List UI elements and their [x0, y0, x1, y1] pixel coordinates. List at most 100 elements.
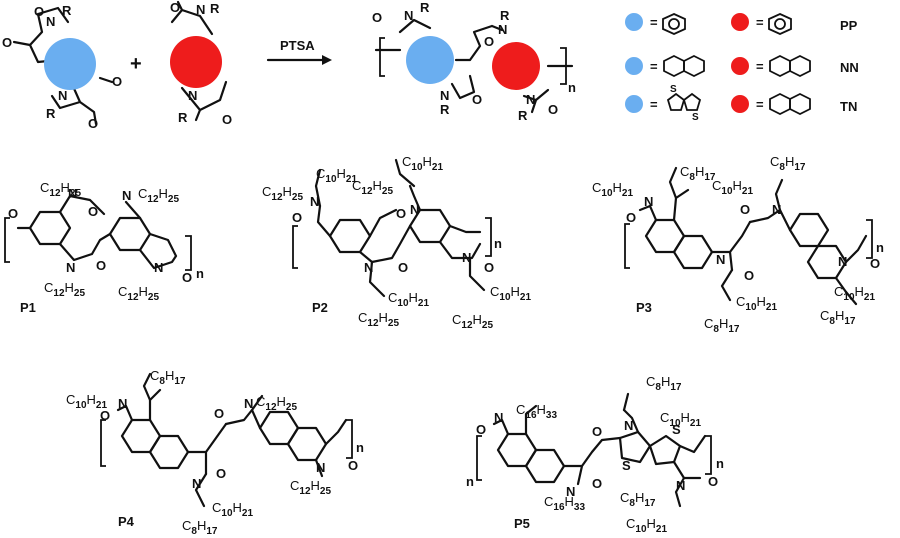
polymer-label-p4: P4 — [118, 514, 135, 529]
n-subscript: n — [196, 266, 204, 281]
polymer-label-p2: P2 — [312, 300, 328, 315]
n-subscript: n — [568, 80, 576, 95]
atom-n: N — [716, 252, 725, 267]
legend-code-tn: TN — [840, 99, 857, 114]
r-group: R — [440, 102, 450, 117]
atom-s: S — [670, 84, 677, 95]
polymer-label-p1: P1 — [20, 300, 36, 315]
equals-sign: = — [650, 59, 658, 74]
alkyl-chain: C10H21 — [626, 516, 667, 535]
atom-n: N — [192, 476, 201, 491]
r-group: R — [210, 1, 220, 16]
atom-o: O — [740, 202, 750, 217]
atom-n: N — [122, 188, 131, 203]
alkyl-chain: C16H33 — [544, 494, 585, 513]
polymer-p3: O N N O O N N O n C8H17 C10H21 C8H17 C10… — [592, 154, 884, 335]
atom-n: N — [316, 460, 325, 475]
atom-o: O — [472, 92, 482, 107]
atom-o: O — [708, 474, 718, 489]
r-group: R — [46, 106, 56, 121]
n-subscript: n — [876, 240, 884, 255]
atom-n: N — [68, 186, 77, 201]
r-group: R — [518, 108, 528, 123]
naphthalene-icon — [769, 92, 811, 116]
alkyl-chain: C10H21 — [712, 178, 753, 197]
alkyl-chain: C10H21 — [736, 294, 777, 313]
alkyl-chain: C10H21 — [388, 290, 429, 309]
legend-code-nn: NN — [840, 60, 859, 75]
alkyl-chain: C8H17 — [646, 374, 682, 393]
r-group: R — [62, 3, 72, 18]
r-group: R — [500, 8, 510, 23]
alkyl-chain: C10H21 — [834, 284, 875, 303]
blue-core-circle — [625, 13, 643, 31]
atom-n: N — [838, 254, 847, 269]
alkyl-chain: C8H17 — [620, 490, 656, 509]
atom-n: N — [404, 8, 413, 23]
alkyl-chain: C12H25 — [452, 312, 493, 331]
n-subscript: n — [494, 236, 502, 251]
atom-o: O — [2, 35, 12, 50]
atom-o: O — [182, 270, 192, 285]
atom-n: N — [46, 14, 55, 29]
atom-n: N — [440, 88, 449, 103]
atom-n: N — [494, 410, 503, 425]
red-core-circle — [731, 57, 749, 75]
atom-s: S — [672, 422, 681, 437]
naphthalene-icon — [769, 54, 811, 78]
atom-n: N — [410, 202, 419, 217]
atom-o: O — [222, 112, 232, 127]
atom-n: N — [364, 260, 373, 275]
alkyl-chain: C10H21 — [592, 180, 633, 199]
atom-n: N — [58, 88, 67, 103]
atom-n: N — [498, 22, 507, 37]
atom-o: O — [548, 102, 558, 117]
atom-o: O — [626, 210, 636, 225]
atom-o: O — [34, 4, 44, 19]
alkyl-chain: C8H17 — [680, 164, 716, 183]
atom-n: N — [188, 88, 197, 103]
benzene-icon — [662, 13, 686, 35]
polymer-p2: O N N O O N N O n C10H21 C12H25 C10H21 C… — [262, 154, 531, 331]
n-subscript: n — [716, 456, 724, 471]
alkyl-chain: C10H21 — [212, 500, 253, 519]
atom-o: O — [170, 0, 180, 15]
atom-o: O — [398, 260, 408, 275]
core-legend: = = PP = = NN = S — [625, 13, 859, 123]
catalyst-label: PTSA — [280, 38, 315, 53]
atom-o: O — [372, 10, 382, 25]
atom-o: O — [88, 204, 98, 219]
alkyl-chain: C10H21 — [660, 410, 701, 429]
polymer-p4: O N N O O N N O n C8H17 C10H21 C12H25 C1… — [66, 368, 364, 537]
alkyl-chain: C10H21 — [402, 154, 443, 173]
monomer-a: O O N R N R O O — [2, 3, 122, 131]
thienothiophene-icon: S S — [666, 84, 702, 123]
atom-o: O — [216, 466, 226, 481]
reaction-arrow: PTSA — [266, 38, 332, 65]
atom-n: N — [462, 250, 471, 265]
equals-sign: = — [650, 97, 658, 112]
alkyl-chain: C12H25 — [40, 180, 81, 199]
polymer-p5: O N N O O N S S N O n n C16H33 C16H33 C8… — [466, 374, 724, 535]
polymer-product: O N R N R O O R N N R O n — [372, 0, 576, 123]
alkyl-chain: C12H25 — [352, 178, 393, 197]
alkyl-chain: C8H17 — [770, 154, 806, 173]
n-subscript: n — [356, 440, 364, 455]
atom-n: N — [196, 2, 205, 17]
atom-n: N — [624, 418, 633, 433]
atom-n: N — [66, 260, 75, 275]
alkyl-chain: C8H17 — [182, 518, 218, 537]
alkyl-chain: C12H25 — [138, 186, 179, 205]
atom-o: O — [396, 206, 406, 221]
naphthalene-icon — [663, 54, 705, 78]
equals-sign: = — [756, 15, 764, 30]
atom-s: S — [622, 458, 631, 473]
atom-n: N — [310, 194, 319, 209]
atom-o: O — [214, 406, 224, 421]
alkyl-chain: C12H25 — [44, 280, 85, 299]
r-group: R — [178, 110, 188, 125]
alkyl-chain: C10H21 — [316, 166, 357, 185]
blue-core-circle — [625, 95, 643, 113]
alkyl-chain: C10H21 — [490, 284, 531, 303]
benzene-icon — [768, 13, 792, 35]
